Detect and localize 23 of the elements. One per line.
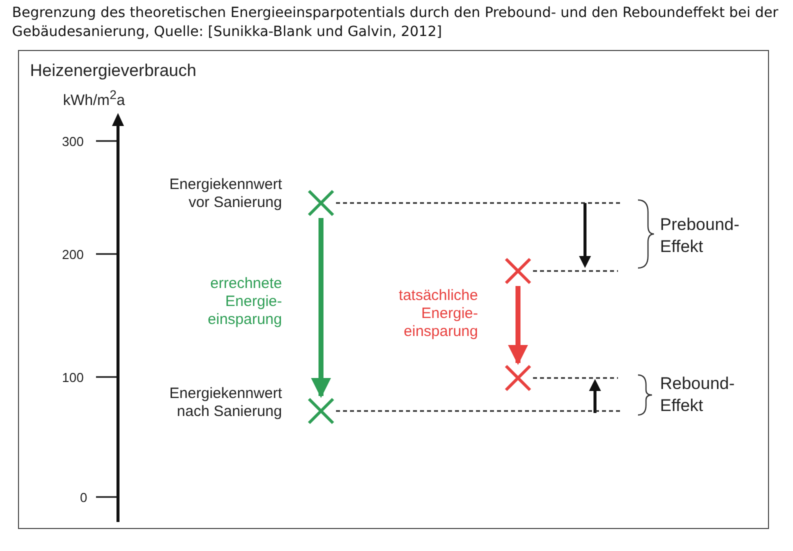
cross-mark (306, 188, 336, 218)
cross-mark (306, 396, 336, 426)
effect-label: Prebound- Effekt (660, 214, 740, 258)
dashed-line (533, 270, 618, 272)
tick-label: 200 (62, 246, 84, 264)
tick-label: 300 (62, 133, 84, 151)
axis-title: Heizenergieverbrauch (30, 62, 196, 80)
effect-label: Rebound- Effekt (660, 373, 736, 417)
tick-label: 0 (80, 489, 88, 507)
figure-title: Begrenzung des theoretischen Energieeinsparpotentials durch den Prebound- und den Reboundeffekt bei der Gebäudesanierung, Quelle: [Sunikka-Blank und Galvin, 2012] (12, 4, 780, 42)
dashed-line (336, 202, 622, 204)
cross-mark (503, 256, 533, 286)
arrow (311, 218, 331, 398)
tick-label: 100 (62, 369, 84, 387)
edge-label: tatsächliche Energie- einsparung (398, 287, 478, 341)
node-caption: Energiekennwert vor Sanierung (168, 176, 282, 212)
axis-unit: kWh/m$^{2}$a (63, 87, 125, 110)
dashed-line (336, 410, 622, 412)
cross-mark (503, 363, 533, 393)
dashed-line (533, 377, 618, 379)
arrow (508, 286, 528, 365)
node-caption: Energiekennwert nach Sanierung (168, 385, 282, 421)
edge-label: errechnete Energie- einsparung (206, 275, 282, 329)
